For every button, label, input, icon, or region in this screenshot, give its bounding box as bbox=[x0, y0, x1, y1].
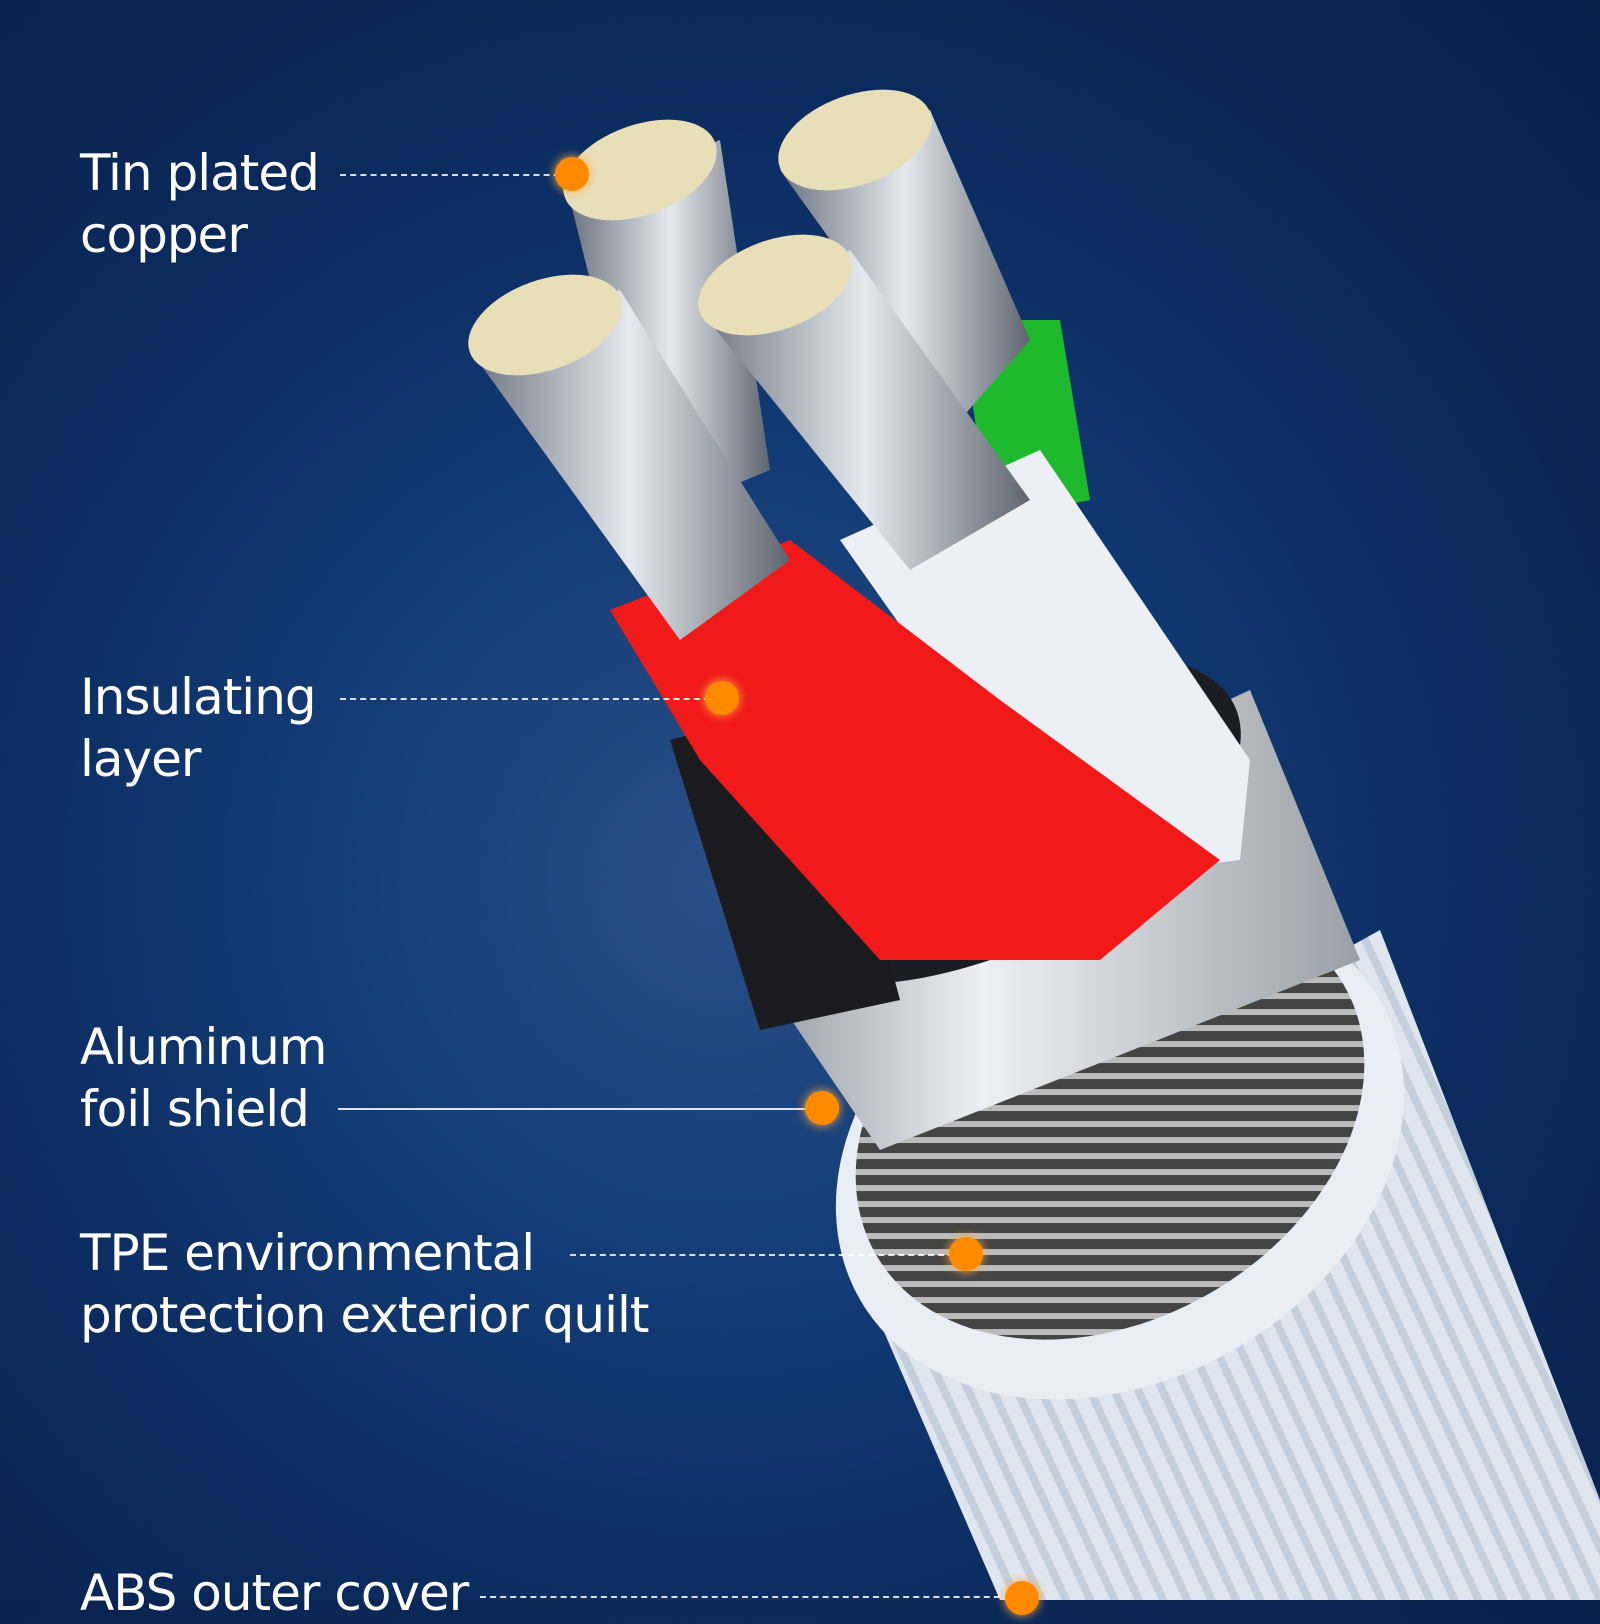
copper-strands bbox=[468, 89, 1030, 640]
label-line: ABS outer cover bbox=[80, 1564, 469, 1622]
red-wire bbox=[610, 540, 1220, 960]
marker-dot bbox=[805, 1091, 839, 1125]
marker-dot bbox=[1005, 1581, 1039, 1615]
label-line: protection exterior quilt bbox=[80, 1286, 649, 1344]
label-abs-outer-cover: ABS outer cover bbox=[80, 1562, 469, 1624]
label-line: TPE environmental bbox=[80, 1224, 535, 1282]
label-line: Tin plated bbox=[80, 144, 320, 202]
marker-dot bbox=[705, 681, 739, 715]
label-line: Aluminum bbox=[80, 1018, 327, 1076]
label-line: layer bbox=[80, 730, 201, 788]
marker-dot bbox=[949, 1237, 983, 1271]
leader-line bbox=[340, 174, 570, 176]
label-line: Insulating bbox=[80, 668, 317, 726]
leader-line bbox=[340, 698, 720, 700]
white-wire bbox=[840, 450, 1250, 880]
leader-line bbox=[480, 1596, 1020, 1598]
leader-line bbox=[338, 1108, 820, 1110]
marker-dot bbox=[555, 157, 589, 191]
leader-line bbox=[570, 1254, 964, 1256]
label-line: foil shield bbox=[80, 1080, 310, 1138]
label-line: copper bbox=[80, 206, 248, 264]
